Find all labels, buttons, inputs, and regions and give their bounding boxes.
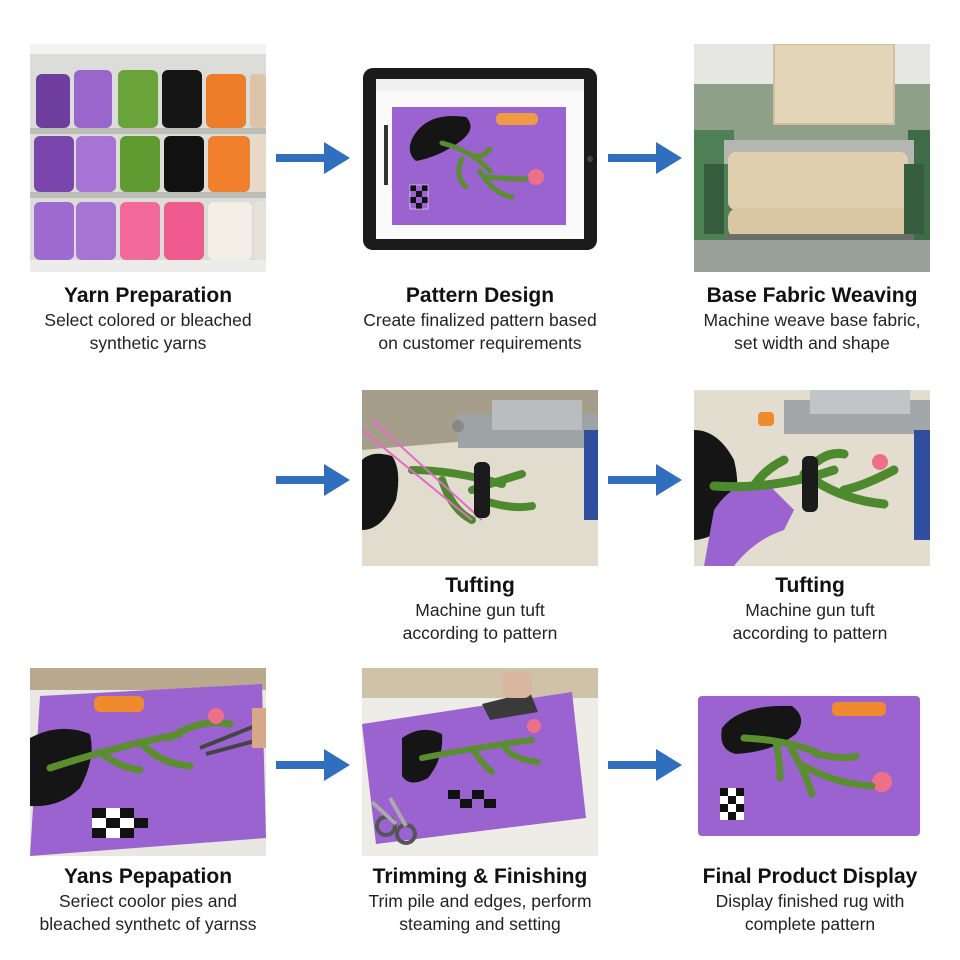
flow-arrow-5 [274,745,352,785]
step-desc-line-1: Machine gun tuft [745,600,875,620]
step-caption-pattern-design: Pattern Design Create finalized pattern … [330,283,630,355]
step-caption-yans-pepapation: Yans Pepapation Seriect coolor pies and … [0,864,298,936]
step-caption-tufting-1: Tufting Machine gun tuft according to pa… [330,573,630,645]
step-desc-line-1: Trim pile and edges, perform [368,891,592,911]
step-desc-line-1: Create finalized pattern based [363,310,597,330]
step-title: Final Product Display [702,865,918,888]
step-desc-line-1: Select colored or bleached [44,310,252,330]
step-caption-tufting-2: Tufting Machine gun tuft according to pa… [660,573,960,645]
flow-arrow-2 [606,138,684,178]
step-caption-final-product-display: Final Product Display Display finished r… [660,864,960,936]
step-caption-base-fabric-weaving: Base Fabric Weaving Machine weave base f… [662,283,960,355]
step-desc-line-2: synthetic yarns [89,333,207,353]
step-title: Yarn Preparation [63,284,233,307]
step-desc-line-2: on customer requirements [378,333,582,353]
flow-arrow-1 [274,138,352,178]
step-desc-line-1: Display finished rug with [715,891,905,911]
final-product-image [696,694,922,838]
tufting-image-2 [694,390,930,566]
step-title: Trimming & Finishing [372,865,588,888]
step-title: Base Fabric Weaving [706,284,918,307]
step-caption-yarn-preparation: Yarn Preparation Select colored or bleac… [0,283,298,355]
flow-arrow-4 [606,460,684,500]
step-desc-line-2: complete pattern [744,914,876,934]
step-title: Yans Pepapation [63,865,233,888]
step-desc-line-2: steaming and setting [399,914,561,934]
step-title: Pattern Design [405,284,555,307]
weaving-loom-image [694,44,930,272]
flow-arrow-3 [274,460,352,500]
step-title: Tufting [445,574,515,597]
step-caption-trimming-finishing: Trimming & Finishing Trim pile and edges… [330,864,630,936]
flow-arrow-6 [606,745,684,785]
step-desc-line-2: set width and shape [734,333,890,353]
step-desc-line-2: according to pattern [732,623,888,643]
tufting-image-1 [362,390,598,566]
yarn-spools-image [30,44,266,272]
rug-cutting-image [30,668,266,856]
tablet-pattern-image [362,67,598,251]
trimming-finishing-image [362,668,598,856]
step-title: Tufting [775,574,845,597]
step-desc-line-1: Machine gun tuft [415,600,545,620]
step-desc-line-1: Machine weave base fabric, [703,310,921,330]
step-desc-line-1: Seriect coolor pies and [58,891,238,911]
step-desc-line-2: bleached synthetc of yarnss [39,914,257,934]
step-desc-line-2: according to pattern [402,623,558,643]
